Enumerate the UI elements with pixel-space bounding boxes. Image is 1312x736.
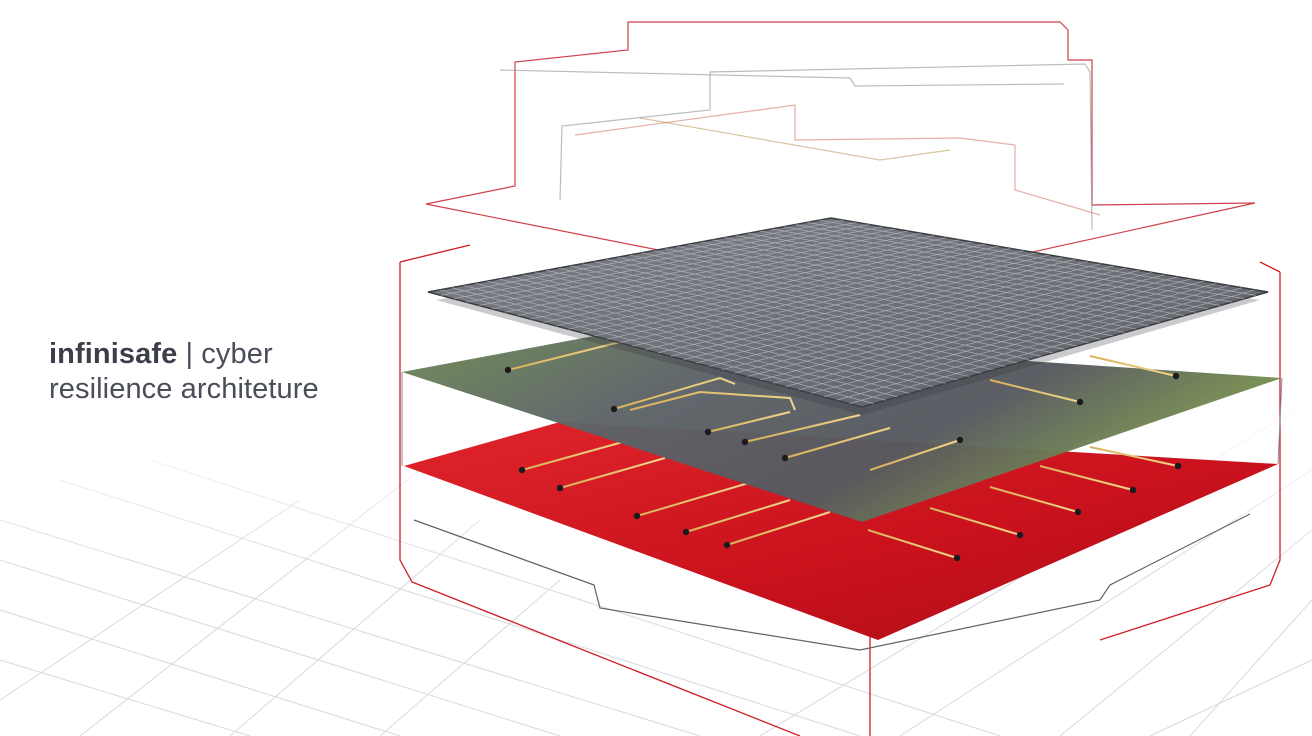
grid-cell-line <box>823 285 1230 398</box>
slate-layer-nodes <box>504 366 1180 462</box>
grid-cell-line <box>836 287 1243 401</box>
grid-layer <box>427 217 1269 408</box>
grid-cell-line <box>644 254 1050 350</box>
grid-layer-cells <box>439 219 1257 404</box>
grid-cell-line <box>759 274 1166 381</box>
grid-cell-line <box>712 239 1149 327</box>
headline-line-1-rest: cyber <box>201 338 273 370</box>
grid-cell-line <box>641 252 1078 347</box>
grid-cell-line <box>700 241 1137 330</box>
grid-cell-line <box>819 219 1257 296</box>
grid-cell-line <box>795 224 1233 303</box>
headline-line-1: infinisafe | cyber <box>49 337 319 372</box>
grid-cell-line <box>810 282 1217 394</box>
grid-cell-line <box>657 256 1063 354</box>
grid-cell-line <box>783 226 1221 306</box>
grid-cell-line <box>771 228 1209 310</box>
grid-cell-line <box>785 278 1191 388</box>
grid-cell-line <box>759 230 1197 313</box>
grid-cell-line <box>747 232 1185 317</box>
red-layer-nodes <box>518 462 1182 562</box>
grid-cell-line <box>734 269 1140 374</box>
red-layer-traces <box>521 439 1179 559</box>
grid-cell-line <box>664 248 1101 340</box>
slate-layer-traces <box>507 341 1177 471</box>
grid-cell-line <box>798 280 1204 391</box>
grid-cell-line <box>653 250 1089 344</box>
red-layer <box>404 422 1278 640</box>
grid-cell-line <box>736 235 1173 320</box>
grid-cell-line <box>676 245 1113 337</box>
grid-cell-line <box>747 272 1153 377</box>
headline-separator: | <box>185 338 194 370</box>
grid-cell-line <box>670 259 1076 357</box>
bottom-dark-wire <box>413 513 1251 651</box>
grid-cell-line <box>724 237 1161 323</box>
slate-layer <box>402 333 1282 522</box>
grid-cell-line <box>683 261 1089 360</box>
grid-cell-line <box>772 276 1179 384</box>
headline: infinisafe | cyber resilience architetur… <box>49 337 319 407</box>
grid-cell-line <box>708 265 1114 367</box>
grid-cell-line <box>688 243 1125 333</box>
grid-cell-line <box>695 263 1101 364</box>
grid-cell-line <box>849 289 1256 404</box>
top-wire-outlines <box>425 21 1256 291</box>
brand-name: infinisafe <box>49 338 178 370</box>
headline-line-2: resilience architeture <box>49 373 319 405</box>
grid-cell-line <box>807 222 1245 300</box>
grid-cell-line <box>721 267 1127 371</box>
